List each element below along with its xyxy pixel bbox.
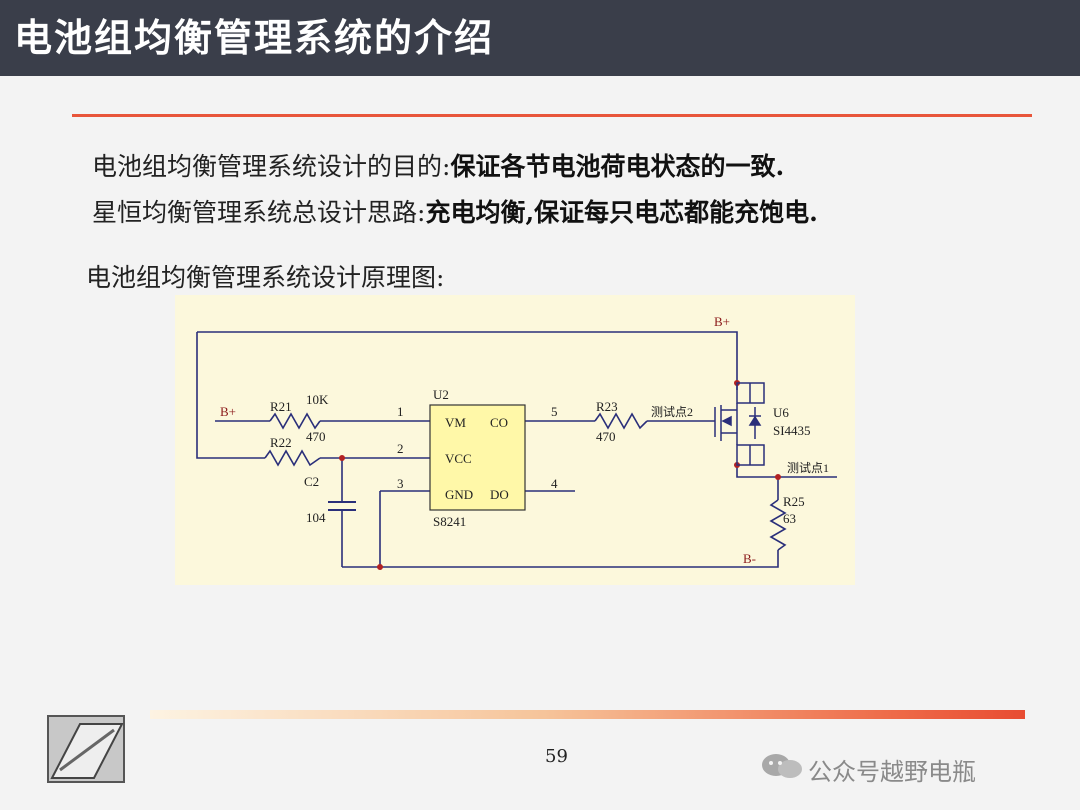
label-pin2: 2 <box>397 441 404 456</box>
label-r23: R23 <box>596 399 618 414</box>
label-vm: VM <box>445 415 466 430</box>
resistor-r25 <box>769 499 787 551</box>
resistors <box>264 412 787 551</box>
label-r25: R25 <box>783 494 805 509</box>
label-r22: R22 <box>270 435 292 450</box>
schematic-caption: 电池组均衡管理系统设计原理图: <box>86 263 445 292</box>
label-gnd: GND <box>445 487 473 502</box>
label-r25-val: 63 <box>783 511 796 526</box>
label-pin5: 5 <box>551 404 558 419</box>
label-test-point-1: 测试点1 <box>787 460 829 475</box>
label-vcc: VCC <box>445 451 472 466</box>
page-number: 59 <box>545 746 568 767</box>
label-r21: R21 <box>270 399 292 414</box>
label-bplus-top: B+ <box>714 314 730 329</box>
design-idea-label: 星恒均衡管理系统总设计思路: <box>92 198 426 227</box>
schematic-labels: B+ B+ B- R21 10K 470 R22 C2 104 U2 S8241… <box>220 314 829 566</box>
logo-icon <box>47 715 125 783</box>
purpose-line: 电池组均衡管理系统设计的目的:保证各节电池荷电状态的一致. <box>92 147 784 183</box>
slide-title: 电池组均衡管理系统的介绍 <box>14 16 495 60</box>
design-idea-text: 充电均衡,保证每只电芯都能充饱电. <box>425 198 818 227</box>
resistor-r21 <box>269 412 321 430</box>
label-u6: U6 <box>773 405 789 420</box>
label-r21-val: 10K <box>306 392 329 407</box>
schematic-diagram: B+ B+ B- R21 10K 470 R22 C2 104 U2 S8241… <box>175 295 855 585</box>
resistor-r22 <box>264 449 321 467</box>
label-c2-val: 104 <box>306 510 326 525</box>
label-do: DO <box>490 487 509 502</box>
chip-u2 <box>429 404 526 511</box>
footer-bar <box>150 710 1025 719</box>
label-u2: U2 <box>433 387 449 402</box>
label-bminus: B- <box>743 551 756 566</box>
purpose-text: 保证各节电池荷电状态的一致. <box>450 152 785 181</box>
label-test-point-2: 测试点2 <box>651 404 693 419</box>
wires <box>196 331 837 568</box>
label-r21-val2: 470 <box>306 429 326 444</box>
label-pin4: 4 <box>551 476 558 491</box>
label-u6-part: SI4435 <box>773 423 811 438</box>
label-c2: C2 <box>304 474 319 489</box>
capacitor-c2 <box>328 501 356 511</box>
label-pin1: 1 <box>397 404 404 419</box>
label-co: CO <box>490 415 508 430</box>
label-r23-val: 470 <box>596 429 616 444</box>
title-divider <box>72 114 1032 117</box>
mosfet-u6 <box>695 382 765 466</box>
label-bplus-left: B+ <box>220 404 236 419</box>
wechat-icon <box>762 754 802 778</box>
resistor-r23 <box>594 412 648 430</box>
label-u2-part: S8241 <box>433 514 466 529</box>
watermark-text: 公众号越野电瓶 <box>808 758 976 786</box>
title-bar: 电池组均衡管理系统的介绍 <box>0 0 1080 76</box>
design-idea-line: 星恒均衡管理系统总设计思路:充电均衡,保证每只电芯都能充饱电. <box>92 193 818 229</box>
label-pin3: 3 <box>397 476 404 491</box>
purpose-label: 电池组均衡管理系统设计的目的: <box>92 152 451 181</box>
